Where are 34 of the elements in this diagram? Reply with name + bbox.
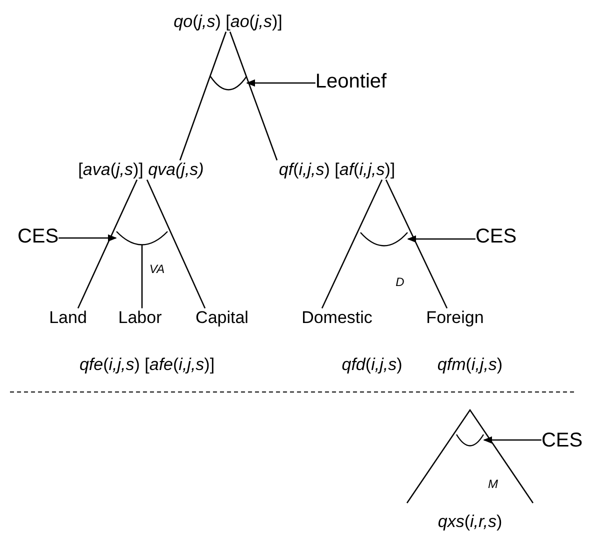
variable-label: qfm(i,j,s) — [437, 355, 503, 375]
branch-line — [146, 180, 206, 308]
branch-line — [179, 32, 227, 160]
arrow — [407, 235, 476, 243]
function-label: CES — [17, 226, 59, 248]
branch-line — [77, 180, 138, 308]
variable-label: Foreign — [426, 308, 484, 328]
branch-line — [385, 180, 448, 308]
angle-arc — [360, 232, 408, 246]
variable-label: qf(i,j,s) [af(i,j,s)] — [278, 160, 396, 180]
variable-label: Land — [49, 308, 87, 328]
branch-line — [321, 180, 383, 308]
branch-line — [141, 245, 143, 308]
nest-label: M — [488, 478, 498, 492]
angle-arc — [210, 76, 247, 90]
branch-line — [229, 32, 278, 160]
function-label: CES — [541, 430, 583, 452]
variable-label: qxs(i,r,s) — [438, 512, 502, 532]
nest-label: VA — [149, 263, 165, 277]
arrow — [246, 79, 316, 87]
nest-label: D — [396, 276, 404, 290]
function-label: Leontief — [315, 70, 387, 94]
angle-arc — [116, 231, 168, 245]
arrow — [483, 436, 542, 444]
variable-label: [ava(j,s)] qva(j,s) — [78, 160, 204, 180]
variable-label: Capital — [196, 308, 248, 328]
variable-label: qfd(i,j,s) — [342, 355, 402, 375]
arrow — [58, 234, 117, 242]
variable-label: qfe(i,j,s) [afe(i,j,s)] — [79, 355, 215, 375]
variable-label: Labor — [118, 308, 162, 328]
angle-arc — [456, 434, 484, 446]
variable-label: qo(j,s) [ao(j,s)] — [174, 12, 282, 32]
function-label: CES — [475, 226, 517, 248]
variable-label: Domestic — [302, 308, 372, 328]
